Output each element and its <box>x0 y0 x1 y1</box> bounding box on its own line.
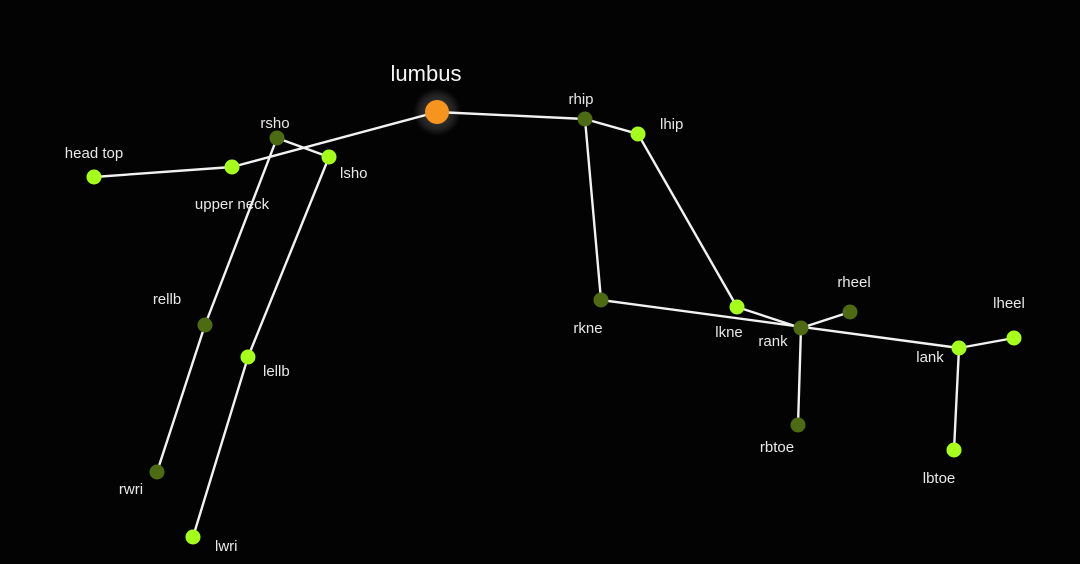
bone-lhip-lkne <box>636 132 739 309</box>
joint-lwri[interactable] <box>185 529 201 545</box>
bone-rellb-rwri <box>155 323 207 474</box>
label-upper-neck: upper neck <box>195 196 270 213</box>
joint-rbtoe[interactable] <box>790 417 806 433</box>
bone-lank-lbtoe <box>952 346 961 452</box>
label-rkne: rkne <box>573 320 602 337</box>
label-lsho: lsho <box>340 165 368 182</box>
label-rhip: rhip <box>568 91 593 108</box>
joint-lheel[interactable] <box>1006 330 1022 346</box>
joint-rank[interactable] <box>793 320 809 336</box>
joints-layer <box>86 88 1022 545</box>
joint-upper-neck[interactable] <box>224 159 240 175</box>
label-lheel: lheel <box>993 295 1025 312</box>
bone-rank-rbtoe <box>796 326 803 427</box>
label-rsho: rsho <box>260 115 289 132</box>
joint-lsho[interactable] <box>321 149 337 165</box>
label-rellb: rellb <box>153 291 181 308</box>
joint-head-top[interactable] <box>86 169 102 185</box>
bone-lank-lheel <box>957 336 1016 350</box>
bone-lsho-lellb <box>246 155 331 359</box>
label-lumbus: lumbus <box>391 61 462 86</box>
bone-rkne-lank <box>599 298 961 350</box>
bone-lumbus-rhip <box>435 110 587 121</box>
label-rwri: rwri <box>119 481 143 498</box>
joint-lbtoe[interactable] <box>946 442 962 458</box>
joint-rkne[interactable] <box>593 292 609 308</box>
label-lank: lank <box>916 349 944 366</box>
bone-rhip-rkne <box>583 117 603 302</box>
joint-rellb[interactable] <box>197 317 213 333</box>
joint-rheel[interactable] <box>842 304 858 320</box>
bone-rank-rheel <box>799 310 852 330</box>
bone-rsho-lsho <box>275 136 331 159</box>
label-lellb: lellb <box>263 363 290 380</box>
joint-lank[interactable] <box>951 340 967 356</box>
label-rheel: rheel <box>837 274 870 291</box>
bone-rhip-lhip <box>583 117 640 136</box>
label-lbtoe: lbtoe <box>923 470 956 487</box>
label-lkne: lkne <box>715 324 743 341</box>
label-lhip: lhip <box>660 116 683 133</box>
labels-layer: head top upper neck rsho lsho rellb lellb rwri… <box>65 61 1025 555</box>
joint-rsho[interactable] <box>269 130 285 146</box>
joint-lkne[interactable] <box>729 299 745 315</box>
bone-rsho-rellb <box>203 136 279 327</box>
label-rank: rank <box>758 333 788 350</box>
joint-lellb[interactable] <box>240 349 256 365</box>
joint-rhip[interactable] <box>577 111 593 127</box>
label-lwri: lwri <box>215 538 238 555</box>
bone-upper-neck-lumbus <box>230 110 439 169</box>
joint-lumbus[interactable] <box>425 100 449 124</box>
label-head-top: head top <box>65 145 123 162</box>
bones-layer <box>92 110 1016 539</box>
label-rbtoe: rbtoe <box>760 439 794 456</box>
bone-lkne-rank <box>735 305 803 330</box>
bone-head-top-upper-neck <box>92 165 234 179</box>
joint-rwri[interactable] <box>149 464 165 480</box>
bone-lellb-lwri <box>191 355 250 539</box>
joint-lhip[interactable] <box>630 126 646 142</box>
